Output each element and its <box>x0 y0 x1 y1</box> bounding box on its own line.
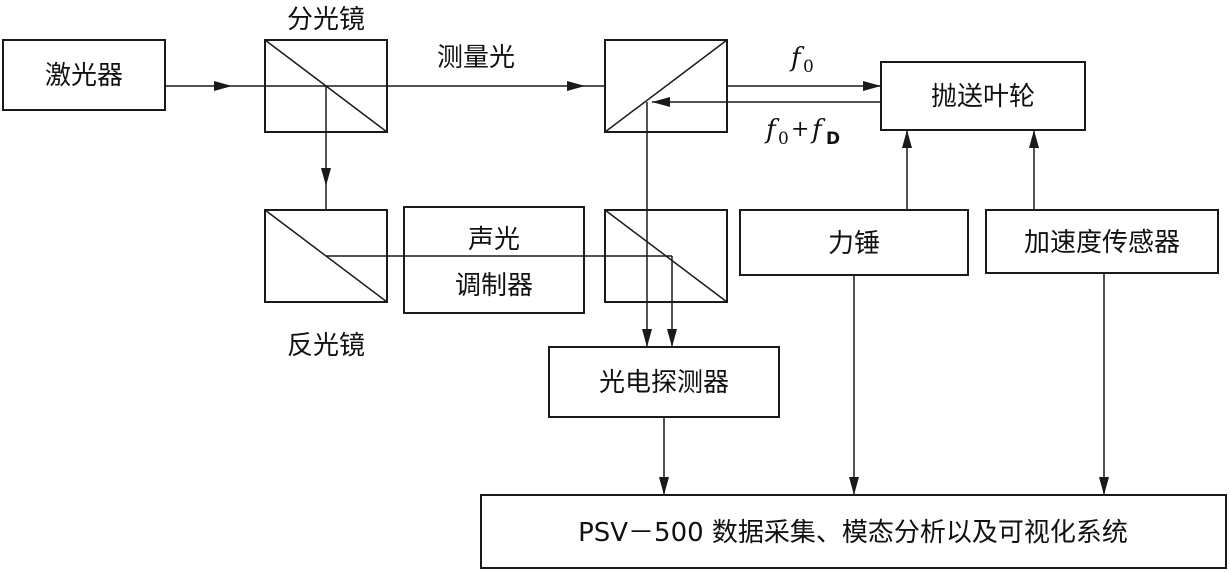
fsum-plus: + <box>791 117 809 142</box>
psv-system-block: PSV－500 数据采集、模态分析以及可视化系统 <box>480 494 1227 569</box>
arrow-accel-up <box>1029 130 1039 148</box>
beam-splitter-label: 分光镜 <box>287 5 365 35</box>
laser-block: 激光器 <box>2 39 166 111</box>
fsum-base-2: f <box>810 115 826 145</box>
force-hammer-block: 力锤 <box>739 209 969 276</box>
ao-modulator-label-1: 声光 <box>468 225 520 255</box>
ao-modulator-block: 声光 调制器 <box>403 206 585 314</box>
f0-plus-fd-label: f 0 + f D <box>764 115 840 149</box>
arrow-hammer-up <box>902 130 912 148</box>
accelerometer-block: 加速度传感器 <box>985 209 1219 274</box>
accelerometer-label: 加速度传感器 <box>1024 228 1180 258</box>
photodetector-label: 光电探测器 <box>599 368 729 398</box>
arrow-reference-down <box>667 329 677 347</box>
ao-modulator-label-2: 调制器 <box>455 271 533 301</box>
arrow-return <box>652 97 670 107</box>
impeller-label: 抛送叶轮 <box>931 82 1035 112</box>
arrow-to-impeller <box>863 81 881 91</box>
laser-label: 激光器 <box>45 61 123 91</box>
arrow-detector-down <box>659 477 669 495</box>
arrow-to-reflector <box>321 168 331 186</box>
arrow-accel-down <box>1099 477 1109 495</box>
arrow-measurement-light <box>567 81 585 91</box>
reflector-label: 反光镜 <box>287 331 365 361</box>
measurement-light-label: 测量光 <box>437 43 515 73</box>
fsum-sub-2: D <box>826 129 840 149</box>
force-hammer-label: 力锤 <box>828 229 880 259</box>
arrow-return-down <box>642 329 652 347</box>
impeller-block: 抛送叶轮 <box>880 61 1086 131</box>
combiner-mirror-top <box>604 39 728 133</box>
reflector-mirror: 反光镜 <box>264 209 388 361</box>
psv-system-label: PSV－500 数据采集、模态分析以及可视化系统 <box>578 518 1128 548</box>
arrow-into-splitter <box>214 81 232 91</box>
photodetector-block: 光电探测器 <box>548 346 780 418</box>
fsum-sub-1: 0 <box>778 129 789 149</box>
arrow-hammer-down <box>849 477 859 495</box>
f0-sub: 0 <box>803 57 814 77</box>
f0-label: f 0 <box>789 43 814 77</box>
